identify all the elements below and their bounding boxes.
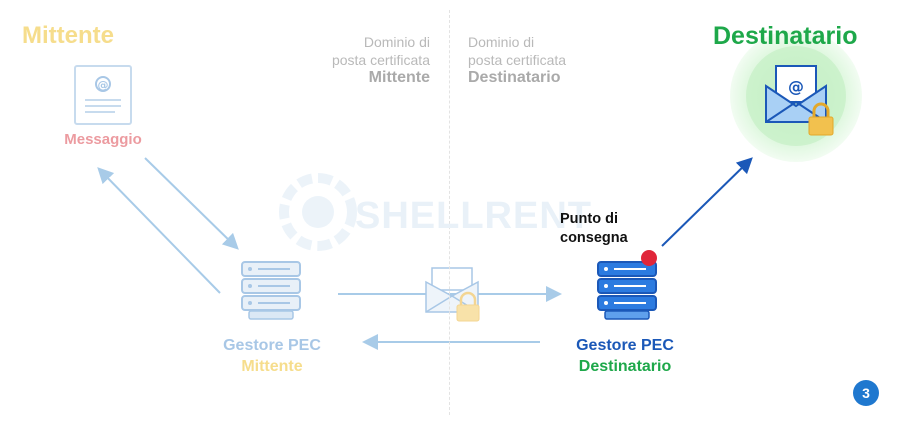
svg-text:@: @	[788, 77, 804, 96]
recipient-title: Destinatario	[713, 22, 858, 50]
sender-server-icon	[241, 261, 301, 320]
sender-title: Mittente	[22, 22, 114, 49]
sender-server-label: Gestore PEC Mittente	[192, 335, 352, 377]
domain-divider	[449, 10, 450, 415]
transit-lock-icon	[456, 291, 480, 322]
recipient-server-label: Gestore PEC Destinatario	[545, 335, 705, 377]
delivery-point-line2: consegna	[560, 230, 628, 246]
delivery-point-label: Punto di consegna	[560, 210, 670, 248]
recipient-domain-name: Destinatario	[468, 69, 561, 86]
arrow-server-to-recipient	[661, 157, 753, 247]
sender-domain-name: Mittente	[368, 69, 430, 86]
sender-domain-line1: Dominio di	[363, 34, 430, 50]
recipient-domain-label: Dominio di posta certificata Destinatari…	[468, 33, 638, 87]
sender-domain-label: Dominio di posta certificata Mittente	[270, 33, 430, 87]
delivery-point-marker	[641, 250, 657, 266]
svg-text:@: @	[98, 79, 109, 92]
recipient-domain-line1: Dominio di	[468, 34, 535, 50]
sender-domain-line2: posta certificata	[331, 52, 430, 68]
recipient-server-icon	[597, 261, 657, 320]
delivery-point-line1: Punto di	[560, 211, 618, 227]
recipient-lock-icon	[808, 102, 834, 136]
message-document-icon: @	[74, 65, 132, 125]
arrow-message-to-server	[144, 157, 239, 250]
recipient-envelope-icon: @	[765, 65, 827, 123]
step-number-badge: 3	[853, 380, 879, 406]
arrow-server-to-message	[97, 167, 221, 294]
sender-server-line2: Mittente	[241, 358, 303, 375]
recipient-domain-line2: posta certificata	[468, 52, 567, 68]
watermark-logo-icon	[279, 173, 357, 251]
sender-server-line1: Gestore PEC	[223, 337, 321, 354]
recipient-server-line2: Destinatario	[578, 358, 672, 375]
watermark-text: SHELLRENT	[355, 195, 592, 237]
message-label: Messaggio	[64, 131, 142, 148]
recipient-server-line1: Gestore PEC	[576, 337, 674, 354]
